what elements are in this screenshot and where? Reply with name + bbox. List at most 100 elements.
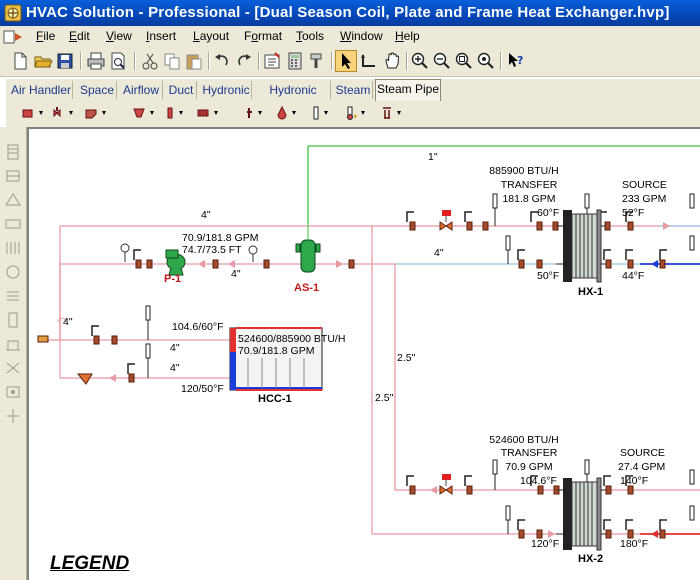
context-help-icon[interactable]: ? bbox=[506, 51, 526, 71]
pump-p1-symbol[interactable] bbox=[120, 243, 258, 276]
side-tool-9-icon[interactable] bbox=[3, 335, 23, 353]
side-toolbar bbox=[0, 127, 27, 580]
tab-space[interactable]: Space bbox=[78, 81, 117, 99]
pipe-1in-green[interactable] bbox=[307, 145, 700, 224]
air-separator-tag[interactable]: AS-1 bbox=[294, 282, 320, 294]
menu-format[interactable]: Format bbox=[244, 29, 283, 43]
side-tool-4-icon[interactable] bbox=[3, 215, 23, 233]
pan-hand-icon[interactable] bbox=[382, 51, 402, 71]
tab-airflow[interactable]: Airflow bbox=[120, 81, 163, 99]
menu-file[interactable]: File bbox=[36, 29, 56, 43]
side-tool-6-icon[interactable] bbox=[3, 263, 23, 281]
side-tool-11-icon[interactable] bbox=[3, 383, 23, 401]
side-tool-3-icon[interactable] bbox=[3, 191, 23, 209]
pipe-size-main-top: 4" bbox=[201, 209, 211, 221]
menu-edit[interactable]: Edit bbox=[69, 29, 90, 43]
open-icon[interactable] bbox=[33, 51, 53, 71]
tab-air-handler[interactable]: Air Handler bbox=[10, 81, 73, 99]
pipe-size-coil-b: 4" bbox=[170, 362, 180, 374]
flash-tank-icon[interactable] bbox=[164, 106, 190, 120]
pump-tag[interactable]: P-1 bbox=[164, 273, 182, 285]
print-icon[interactable] bbox=[86, 51, 106, 71]
component-tabs: Air Handler Space Airflow Duct Hydronic … bbox=[6, 79, 700, 115]
zoom-window-icon[interactable] bbox=[454, 51, 474, 71]
hx2-plate-frame[interactable] bbox=[556, 477, 606, 551]
hx1-plate-frame[interactable] bbox=[556, 209, 606, 283]
pressure-reducer-icon[interactable] bbox=[132, 106, 158, 120]
app-icon[interactable] bbox=[4, 4, 22, 22]
control-valves[interactable] bbox=[76, 210, 453, 495]
copy-icon[interactable] bbox=[162, 51, 182, 71]
menu-layout[interactable]: Layout bbox=[193, 29, 230, 43]
tab-hydronic[interactable]: Hydronic bbox=[201, 81, 252, 99]
undo-icon[interactable] bbox=[212, 51, 232, 71]
print-preview-icon[interactable] bbox=[108, 51, 128, 71]
pipe-riser-2-5a[interactable] bbox=[371, 226, 700, 535]
hx2-source-leave-temp: 140°F bbox=[620, 475, 649, 487]
paste-icon[interactable] bbox=[184, 51, 204, 71]
thermometer-icon[interactable] bbox=[344, 106, 370, 120]
coil-load: 524600/885900 BTU/H bbox=[238, 333, 346, 345]
zoom-out-icon[interactable] bbox=[432, 51, 452, 71]
format-painter-icon[interactable] bbox=[307, 51, 327, 71]
svg-text:?: ? bbox=[517, 54, 523, 67]
coil-tag[interactable]: HCC-1 bbox=[258, 393, 292, 405]
hx2-source-label: SOURCE bbox=[620, 447, 665, 459]
side-tool-10-icon[interactable] bbox=[3, 359, 23, 377]
pipe-network[interactable] bbox=[40, 145, 700, 535]
tab-steam[interactable]: Steam bbox=[334, 81, 373, 99]
coil-hcc1[interactable] bbox=[229, 327, 323, 391]
document-icon[interactable] bbox=[2, 29, 24, 45]
safety-valve-icon[interactable] bbox=[244, 106, 270, 120]
steam-trap-icon[interactable] bbox=[20, 106, 46, 120]
side-tool-12-icon[interactable] bbox=[3, 407, 23, 425]
tab-steam-pipe[interactable]: Steam Pipe bbox=[375, 79, 441, 101]
steam-valve-icon[interactable] bbox=[52, 106, 78, 120]
new-icon[interactable] bbox=[10, 51, 30, 71]
steam-strainer-icon[interactable] bbox=[84, 106, 110, 120]
pipe-crossovers bbox=[57, 317, 67, 323]
side-tool-5-icon[interactable] bbox=[3, 239, 23, 257]
hx2-tag[interactable]: HX-2 bbox=[578, 553, 604, 565]
steam-coil-icon[interactable] bbox=[380, 106, 406, 120]
zoom-extents-icon[interactable] bbox=[476, 51, 496, 71]
menu-help[interactable]: Help bbox=[395, 29, 420, 43]
cut-icon[interactable] bbox=[140, 51, 160, 71]
hx1-transfer-gpm: 181.8 GPM bbox=[502, 193, 556, 205]
title-bar[interactable]: HVAC Solution - Professional - [Dual Sea… bbox=[0, 0, 700, 26]
calculator-icon[interactable] bbox=[285, 51, 305, 71]
tab-duct[interactable]: Duct bbox=[166, 81, 197, 99]
gauge-icon[interactable] bbox=[310, 106, 336, 120]
side-tool-2-icon[interactable] bbox=[3, 167, 23, 185]
pipe-size-coil-a: 4" bbox=[170, 342, 180, 354]
pipe-size-branch: 4" bbox=[63, 316, 73, 328]
connect-pipe-icon[interactable] bbox=[359, 51, 379, 71]
side-tool-1-icon[interactable] bbox=[3, 143, 23, 161]
hx1-transfer-leave-temp: 60°F bbox=[537, 207, 560, 219]
legend-title: LEGEND bbox=[50, 553, 130, 574]
menu-view[interactable]: View bbox=[106, 29, 132, 43]
menu-window[interactable]: Window bbox=[340, 29, 383, 43]
steam-separator-icon[interactable] bbox=[196, 106, 222, 120]
properties-icon[interactable] bbox=[262, 51, 282, 71]
menu-insert[interactable]: Insert bbox=[146, 29, 177, 43]
side-tool-7-icon[interactable] bbox=[3, 287, 23, 305]
hx1-tag[interactable]: HX-1 bbox=[578, 286, 604, 298]
steam-drip-icon[interactable] bbox=[276, 106, 302, 120]
save-icon[interactable] bbox=[55, 51, 75, 71]
hx2-transfer-label: TRANSFER bbox=[500, 447, 558, 459]
hx2-source-gpm: 27.4 GPM bbox=[618, 461, 666, 473]
redo-icon[interactable] bbox=[234, 51, 254, 71]
pump-flow: 70.9/181.8 GPM bbox=[182, 232, 259, 244]
window-title: HVAC Solution - Professional - [Dual Sea… bbox=[26, 4, 670, 21]
select-pointer-icon[interactable] bbox=[335, 50, 357, 72]
pipe-size-hx1: 4" bbox=[434, 247, 444, 259]
hx2-transfer-leave-temp: 104.6°F bbox=[520, 475, 557, 487]
zoom-in-icon[interactable] bbox=[410, 51, 430, 71]
menu-tools[interactable]: Tools bbox=[296, 29, 325, 43]
hx1-source-enter-temp: 44°F bbox=[622, 270, 645, 282]
air-separator-symbol[interactable] bbox=[295, 224, 321, 273]
side-tool-8-icon[interactable] bbox=[3, 311, 23, 329]
instruments[interactable] bbox=[145, 193, 695, 534]
